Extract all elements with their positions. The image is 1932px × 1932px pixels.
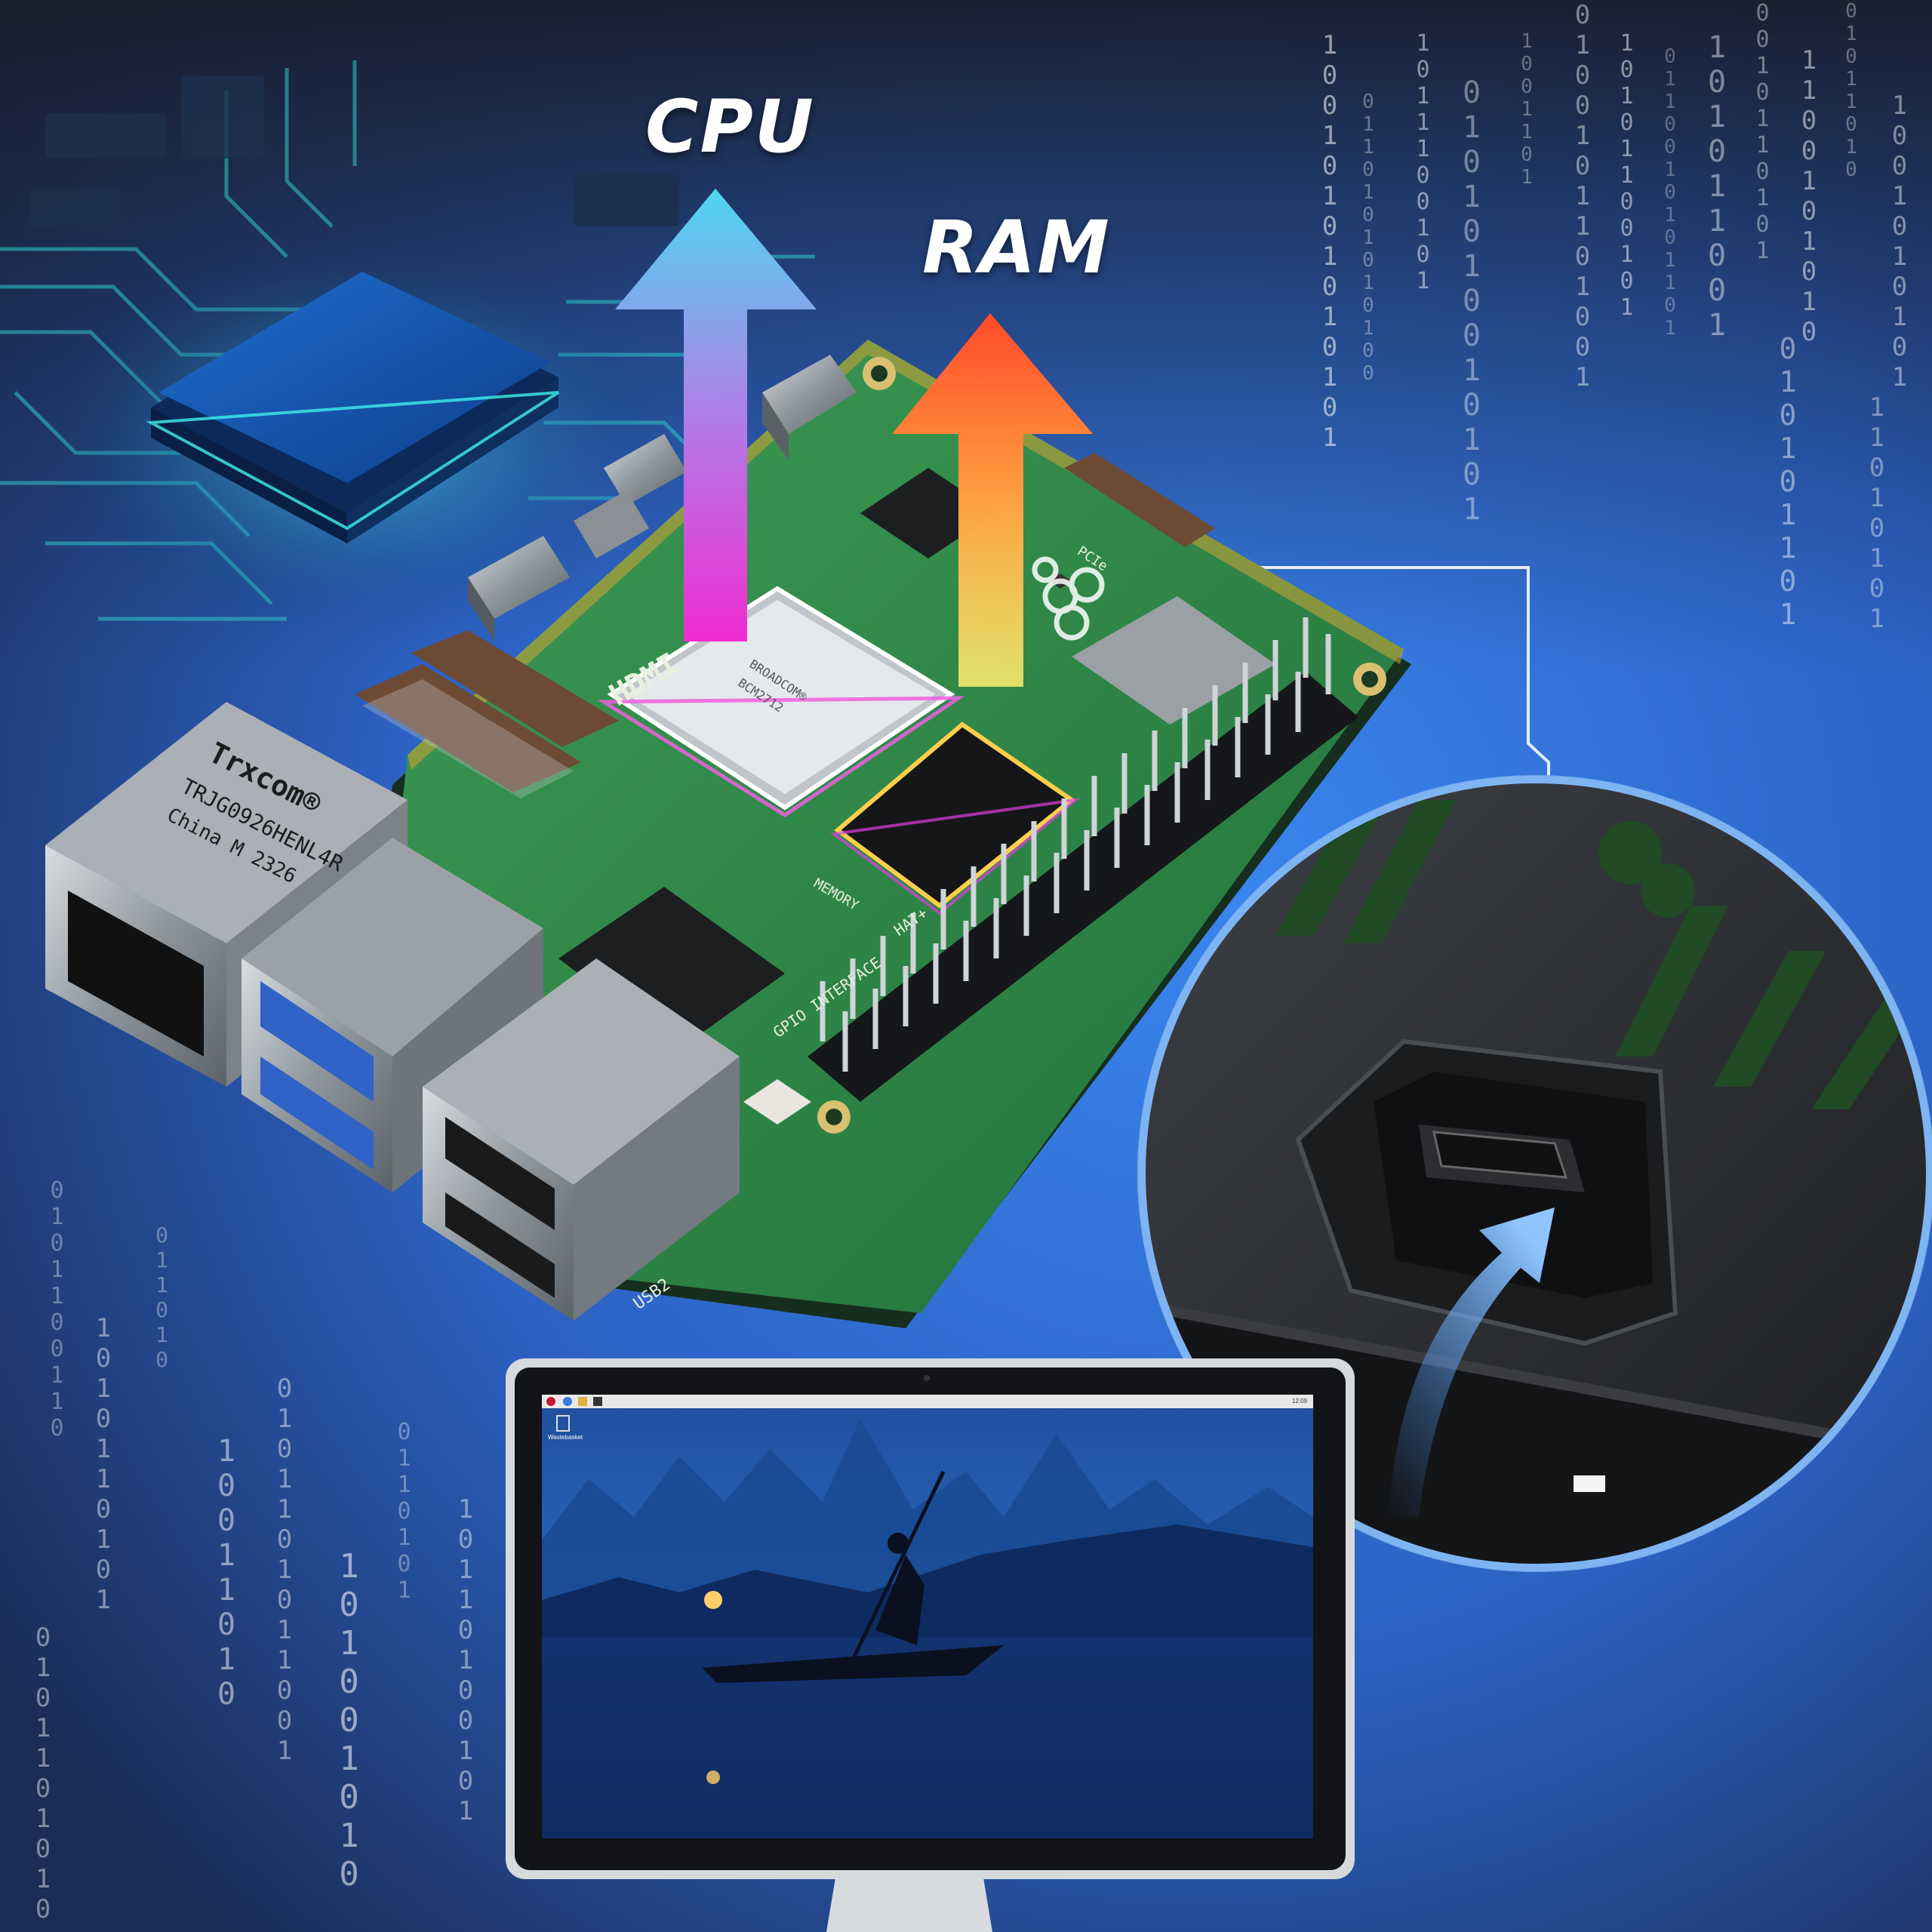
binary-column: 101001010 <box>330 1547 368 1894</box>
cpu-label: CPU <box>645 85 815 169</box>
binary-column: 10110100101 <box>451 1494 481 1826</box>
binary-column: 010101101 <box>1771 332 1804 631</box>
ram-label: RAM <box>922 205 1111 290</box>
binary-column: 0101101011001 <box>269 1374 300 1766</box>
binary-column: 0110101 <box>391 1419 417 1604</box>
binary-column: 1001010101 <box>1884 91 1915 392</box>
binary-column: 0110010101101 <box>1659 45 1681 340</box>
cpu-arrow <box>615 189 817 641</box>
binary-column: 1010110101 <box>88 1313 118 1615</box>
binary-column: 11010101 <box>1862 392 1892 634</box>
binary-column: 1001101 <box>1515 30 1538 189</box>
binary-column: 01011010 <box>1840 0 1863 181</box>
raspberry-pi-board <box>45 340 1411 1328</box>
binary-column: 011010 <box>149 1223 174 1372</box>
binary-column: 0010110101 <box>1749 0 1776 264</box>
binary-column: 1100101010 <box>1794 45 1824 347</box>
binary-column: 0101010010101 <box>1454 75 1489 527</box>
desktop-trash-label[interactable]: Wastebasket <box>548 1434 583 1441</box>
monitor <box>506 1358 1355 1932</box>
binary-column: 0101100110 <box>44 1177 70 1441</box>
binary-column: 10011010 <box>209 1434 244 1712</box>
binary-column: 0100101101001 <box>1567 0 1598 392</box>
ram-arrow <box>892 313 1093 687</box>
binary-column: 0101101010 <box>28 1623 58 1924</box>
binary-column: 10010101010101 <box>1315 30 1345 453</box>
binary-column: 1011100101 <box>1410 30 1436 294</box>
insert-arrow <box>1389 1208 1555 1517</box>
binary-column: 10101100101 <box>1614 30 1640 321</box>
binary-column: 0110101010100 <box>1357 91 1380 385</box>
taskbar-clock: 12:09 <box>1292 1398 1308 1404</box>
binary-column: 101011001 <box>1700 30 1734 343</box>
